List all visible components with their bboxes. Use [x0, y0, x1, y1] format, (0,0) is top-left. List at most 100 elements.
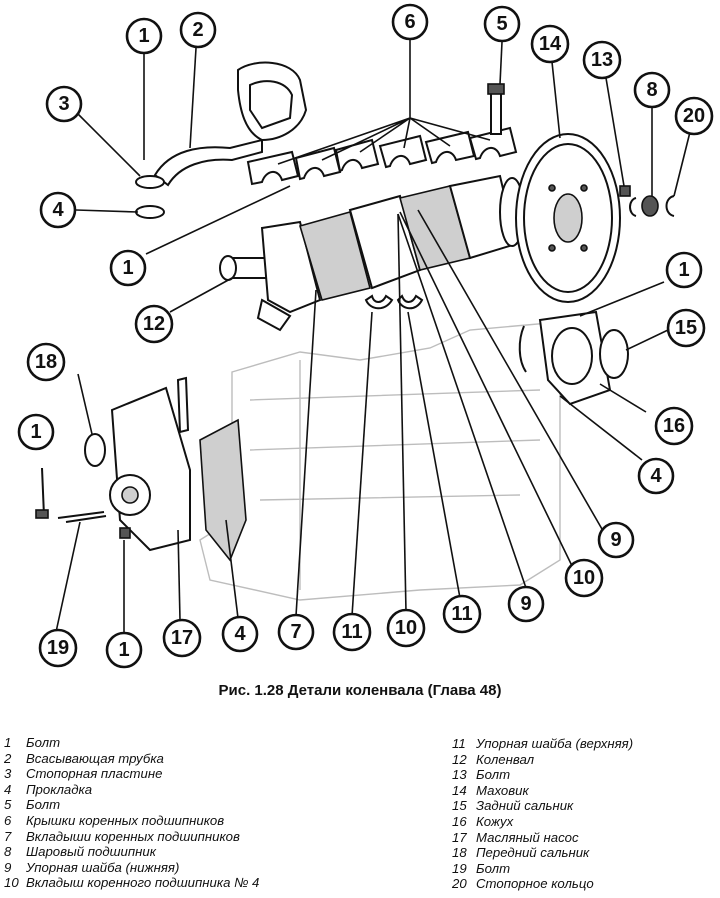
legend-text: Болт [476, 860, 511, 876]
legend-text: Вкладыш коренного подшипника № 4 [26, 875, 260, 891]
svg-text:11: 11 [451, 603, 472, 625]
legend-number: 2 [4, 750, 12, 766]
legend-text: Задний сальник [476, 798, 574, 814]
svg-text:19: 19 [47, 637, 69, 659]
legend-item: 14 Маховик [452, 783, 633, 799]
legend-text: Стопорная пластине [26, 766, 163, 782]
callout-19: 19 [38, 628, 78, 668]
oil-pickup-tube [135, 61, 308, 219]
callout-1-mid-left: 1 [109, 249, 147, 287]
legend-number: 17 [452, 829, 467, 845]
legend-number: 15 [452, 798, 467, 814]
svg-text:11: 11 [341, 621, 362, 643]
legend-item: 19 Болт [452, 861, 633, 877]
legend-number: 16 [452, 813, 467, 829]
bolts-left [35, 467, 131, 539]
legend-number: 14 [452, 782, 467, 798]
legend-number: 18 [452, 845, 467, 861]
legend-item: 8 Шаровый подшипник [4, 844, 259, 860]
legend-number: 9 [4, 859, 12, 875]
callout-9-bottom: 9 [507, 585, 545, 623]
svg-text:5: 5 [496, 13, 507, 35]
legend-text: Прокладка [26, 781, 93, 797]
callout-8: 8 [633, 71, 671, 109]
legend-item: 17 Масляный насос [452, 830, 633, 846]
svg-text:1: 1 [30, 421, 41, 443]
svg-text:15: 15 [675, 317, 697, 339]
legend-number: 5 [4, 797, 12, 813]
bolt-5 [487, 83, 505, 135]
callout-14: 14 [530, 24, 570, 64]
callout-13: 13 [582, 40, 622, 80]
callout-20: 20 [674, 96, 714, 136]
oil-pump-assembly [84, 376, 247, 562]
svg-text:4: 4 [650, 465, 662, 487]
svg-text:4: 4 [52, 199, 64, 221]
legend-number: 1 [4, 735, 12, 750]
callout-4-bottom: 4 [221, 615, 259, 653]
legend-item: 5 Болт [4, 797, 259, 813]
crankshaft-exploded-diagram: 1 2 3 4 1 6 5 14 13 8 20 12 1 15 18 1 16… [17, 3, 714, 669]
legend-item: 2 Всасывающая трубка [4, 751, 259, 767]
svg-text:3: 3 [58, 93, 69, 115]
legend-number: 20 [452, 876, 467, 892]
callout-2: 2 [179, 11, 217, 49]
legend-text: Болт [476, 767, 511, 783]
legend-number: 13 [452, 767, 467, 783]
legend-number: 12 [452, 751, 467, 767]
callout-1-left: 1 [17, 413, 55, 451]
thrust-washers-lower [364, 294, 424, 310]
legend-text: Упорная шайба (нижняя) [26, 859, 180, 875]
legend-text: Крышки коренных подшипников [26, 812, 225, 828]
legend-number: 7 [4, 828, 12, 844]
callout-6: 6 [391, 3, 429, 41]
legend-number: 6 [4, 812, 12, 828]
main-bearing-caps [246, 126, 518, 186]
legend-text: Передний сальник [476, 845, 590, 861]
callout-1-top: 1 [125, 17, 163, 55]
svg-text:6: 6 [404, 11, 415, 33]
legend-text: Маховик [476, 782, 529, 798]
legend-text: Вкладыши коренных подшипников [26, 828, 240, 844]
svg-text:10: 10 [573, 567, 595, 589]
legend-number: 8 [4, 844, 12, 860]
legend-text: Шаровый подшипник [26, 844, 156, 860]
callout-12: 12 [134, 304, 174, 344]
legend-text: Стопорное кольцо [476, 876, 594, 892]
callout-5: 5 [483, 5, 521, 43]
svg-text:1: 1 [138, 25, 149, 47]
callout-11-bottom-right: 11 [442, 594, 482, 634]
callout-16: 16 [654, 406, 694, 446]
small-parts-right [619, 185, 675, 217]
legend-item: 18 Передний сальник [452, 845, 633, 861]
svg-text:7: 7 [290, 621, 301, 643]
legend-item: 20 Стопорное кольцо [452, 876, 633, 892]
legend-item: 1 Болт [4, 735, 259, 751]
svg-text:20: 20 [683, 105, 705, 127]
svg-text:9: 9 [520, 593, 531, 615]
legend-text: Всасывающая трубка [26, 750, 164, 766]
callout-15: 15 [666, 308, 706, 348]
svg-text:10: 10 [395, 617, 417, 639]
callout-3: 3 [45, 85, 83, 123]
callout-9-right: 9 [597, 521, 635, 559]
legend-text: Болт [26, 797, 61, 813]
legend-number: 19 [452, 860, 467, 876]
svg-text:9: 9 [610, 529, 621, 551]
svg-text:12: 12 [143, 313, 165, 335]
leader-lines [55, 40, 691, 634]
engine-block-outline [199, 321, 561, 601]
legend-text: Упорная шайба (верхняя) [476, 736, 634, 751]
legend-item: 6 Крышки коренных подшипников [4, 813, 259, 829]
legend-text: Масляный насос [476, 829, 579, 845]
callout-1-bottom: 1 [105, 631, 143, 669]
callout-10-bottom: 10 [386, 608, 426, 648]
callout-17: 17 [162, 618, 202, 658]
svg-text:18: 18 [35, 351, 57, 373]
legend-text: Болт [26, 735, 61, 750]
